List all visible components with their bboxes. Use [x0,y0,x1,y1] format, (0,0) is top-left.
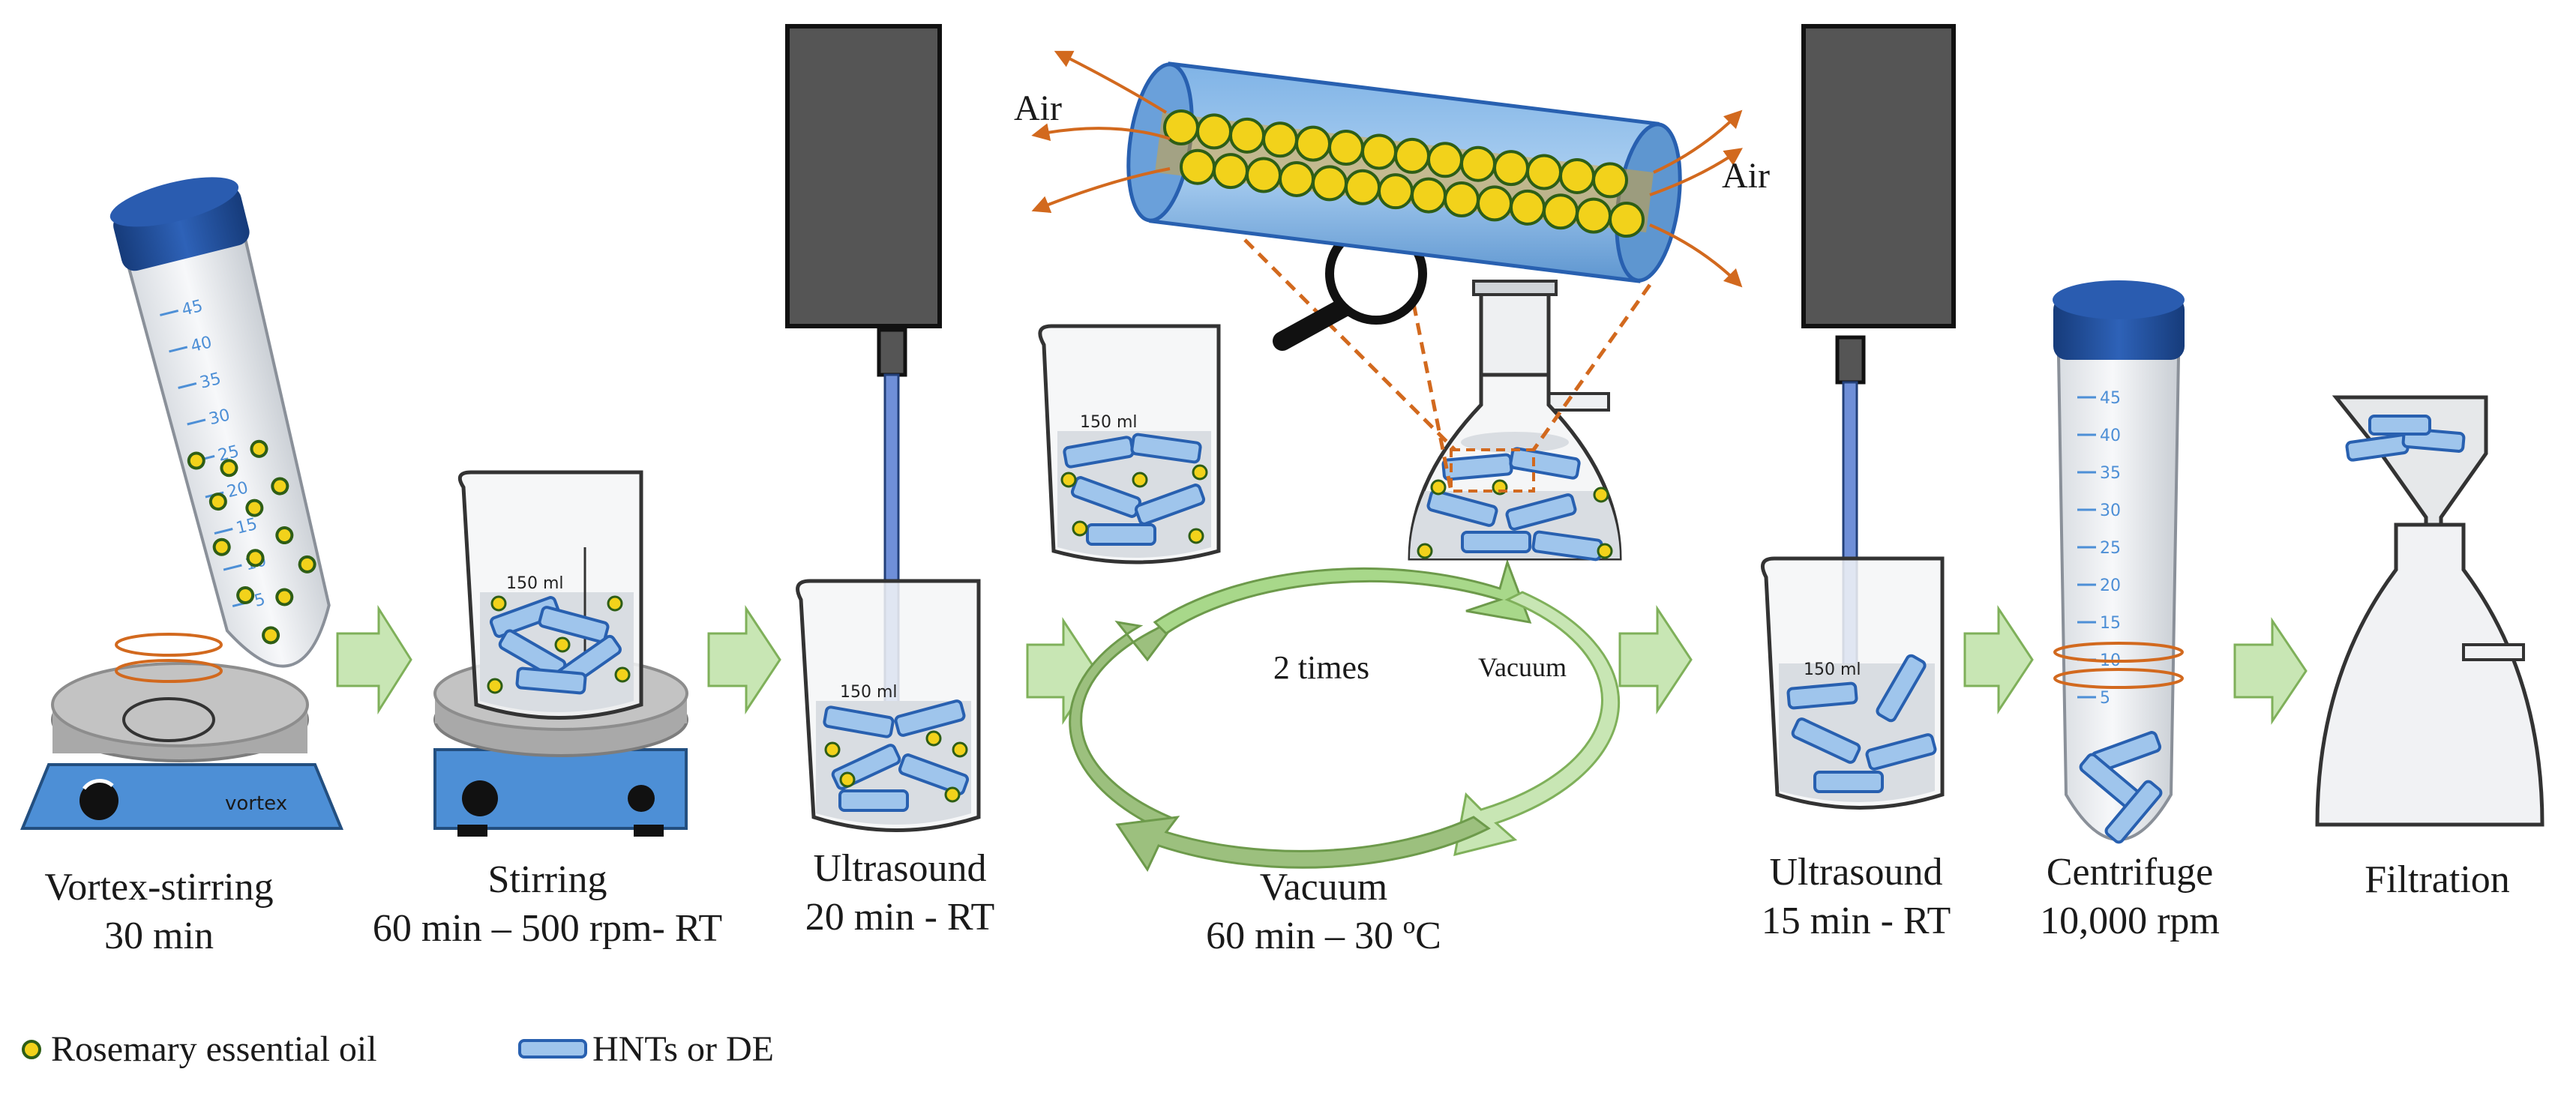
oil-droplet [1411,177,1447,214]
oil-droplet [1609,202,1645,238]
filtration-funnel-flask [2315,395,2545,827]
oil-droplet [1576,197,1612,234]
step-1-title: Vortex-stirring [44,866,273,909]
cycle-count-label: 2 times [1273,649,1369,686]
air-label-right: Air [1722,156,1770,196]
beaker-vacuum-sample: 150 ml [1038,324,1221,564]
zoom-lines [1243,238,1652,492]
falcon-tube-vortex: 45 40 35 30 25 20 15 10 5 [109,177,331,668]
oil-droplet-row [1163,109,1645,238]
oil-droplet [1246,157,1282,193]
beaker-volume-label: 150 ml [506,574,564,593]
oil-droplet [1279,160,1315,197]
air-flow-arrows [1031,50,1743,288]
svg-text:25: 25 [2100,539,2121,558]
cycle-arrows [1069,558,1621,873]
falcon-tube-centrifuge: 45 40 35 30 25 20 15 10 5 [2053,280,2185,844]
step-arrow-3 [1026,616,1098,726]
oil-droplet [1427,142,1463,178]
oil-droplet [1559,157,1595,194]
oil-droplet [1543,193,1579,230]
step-5-title: Ultrasound [1769,851,1942,894]
zoom-region [1450,448,1535,493]
svg-text:35: 35 [2100,464,2121,483]
svg-text:45: 45 [2100,389,2121,408]
step-arrow-5 [1963,605,2034,714]
step-2-detail: 60 min – 500 rpm- RT [373,907,722,950]
blue-tube-icon [518,1039,587,1059]
step-6-title: Centrifuge [2047,851,2213,894]
vacuum-flask [1408,280,1622,561]
step-arrow-4 [1618,605,1693,714]
svg-text:150 ml: 150 ml [1804,660,1861,679]
oil-droplet [1328,130,1364,166]
beaker-ultrasound-1: 150 ml [796,579,981,832]
step-3-detail: 20 min - RT [805,896,995,939]
step-arrow-6 [2233,617,2308,725]
svg-text:40: 40 [2100,427,2121,445]
legend-oil-label: Rosemary essential oil [51,1029,377,1069]
svg-text:20: 20 [2100,576,2121,595]
vortex-brand-label: vortex [225,792,287,815]
step-6-detail: 10,000 rpm [2040,900,2220,942]
vortex-knob-icon [79,781,118,820]
svg-text:5: 5 [2100,689,2110,708]
beaker-stirring: 150 ml [457,470,643,720]
oil-droplet [1394,137,1430,174]
oil-droplet [1526,154,1562,190]
legend-tube-label: HNTs or DE [592,1029,774,1069]
step-labels: Vortex-stirring 30 min Stirring 60 min –… [44,847,2509,957]
stirrer-knob-icon [462,780,498,816]
vacuum-inline-label: Vacuum [1478,652,1567,682]
step-3-title: Ultrasound [813,847,986,890]
svg-text:15: 15 [2100,614,2121,633]
vortex-motion-icon [115,633,223,683]
svg-text:150 ml: 150 ml [1080,413,1138,432]
oil-droplet [1196,113,1232,150]
rotate-arrow-icon [82,779,114,790]
oil-droplet [1378,173,1414,210]
magnifier-icon [1273,223,1427,351]
zoomed-nanotube [1126,61,1682,283]
air-label-left: Air [1014,88,1062,128]
oil-droplet [1229,117,1265,154]
oil-droplet [1444,181,1480,218]
step-2-title: Stirring [488,858,607,901]
step-4-title: Vacuum [1260,866,1387,909]
oil-droplet [1592,162,1628,199]
oil-droplet [1312,165,1348,202]
step-4-detail: 60 min – 30 ºC [1206,915,1441,957]
step-arrow-2 [707,605,781,714]
particle-cluster [489,596,622,695]
oil-droplet [1262,121,1298,158]
oil-droplet [1510,189,1546,226]
oil-droplet [1361,133,1397,170]
oil-droplet [1213,153,1249,190]
vortex-mixer: vortex [20,662,343,830]
svg-text:30: 30 [2100,502,2121,520]
beaker-ultrasound-2: 150 ml [1760,556,1945,810]
step-5-detail: 15 min - RT [1762,900,1951,942]
step-7-title: Filtration [2365,858,2510,901]
oil-droplet [1180,148,1216,185]
svg-text:150 ml: 150 ml [840,683,898,702]
oil-droplets [187,439,316,645]
oil-droplet [1295,125,1331,162]
yellow-dot-icon [22,1040,41,1059]
step-1-detail: 30 min [104,915,214,957]
oil-droplet [1345,169,1381,205]
oil-droplet [1493,150,1529,187]
spin-motion-icon [2053,642,2184,689]
svg-text:5: 5 [253,590,268,611]
step-arrow-1 [336,604,412,715]
legend: Rosemary essential oil HNTs or DE [22,1029,774,1069]
oil-droplet [1460,145,1496,182]
oil-droplet [1477,185,1513,222]
